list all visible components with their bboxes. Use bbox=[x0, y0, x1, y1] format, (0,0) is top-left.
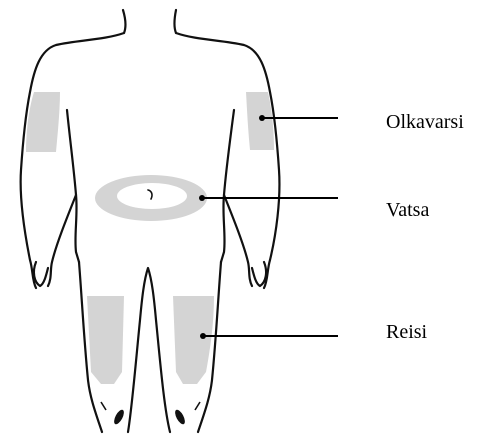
left-thigh-injection-area bbox=[173, 296, 214, 384]
right-knee-line bbox=[101, 402, 106, 410]
left-knee-line bbox=[195, 402, 200, 410]
right-inner-arm-outline bbox=[48, 195, 76, 286]
right-knee-mark bbox=[112, 408, 126, 425]
thigh-leader-dot bbox=[200, 333, 206, 339]
upper-arm-leader-dot bbox=[259, 115, 265, 121]
right-upper-arm-injection-area bbox=[26, 92, 60, 152]
right-hand-outline bbox=[34, 262, 48, 286]
left-inner-arm-outline bbox=[224, 195, 252, 286]
abdomen-leader-dot bbox=[199, 195, 205, 201]
injection-areas bbox=[26, 92, 274, 384]
body-outline bbox=[21, 10, 280, 432]
navel bbox=[148, 190, 152, 199]
left-upper-arm-injection-area bbox=[246, 92, 274, 150]
knee-markings bbox=[101, 402, 200, 426]
neck-left-outline bbox=[175, 10, 177, 33]
left-knee-mark bbox=[173, 408, 187, 425]
left-torso-side-outline bbox=[221, 110, 234, 262]
crotch-inner-legs-outline bbox=[128, 268, 170, 432]
thigh-label: Reisi bbox=[386, 322, 427, 342]
right-torso-side-outline bbox=[67, 110, 79, 262]
abdomen-label: Vatsa bbox=[386, 200, 429, 220]
left-hand-outline bbox=[252, 262, 266, 286]
upper-arm-label: Olkavarsi bbox=[386, 112, 464, 132]
right-thigh-injection-area bbox=[87, 296, 124, 384]
neck-right-outline bbox=[123, 10, 125, 33]
